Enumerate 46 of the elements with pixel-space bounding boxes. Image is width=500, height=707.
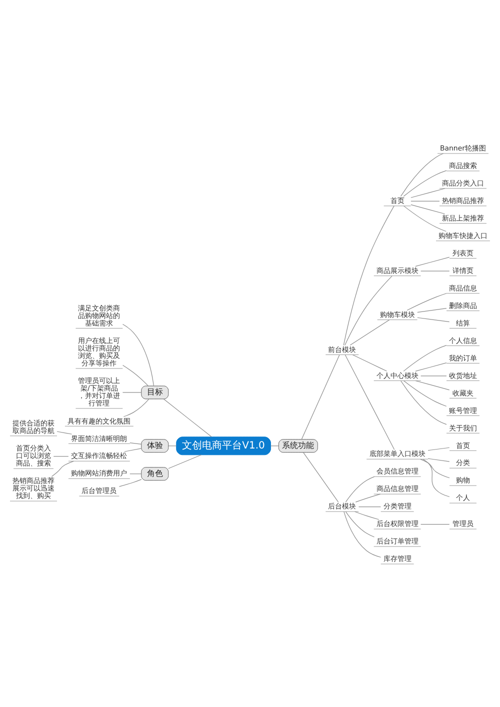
connector (403, 344, 447, 371)
connector (163, 398, 212, 437)
connector (344, 275, 392, 345)
connector (122, 364, 149, 386)
connector (124, 448, 142, 452)
connector (56, 430, 72, 434)
connector (130, 442, 142, 444)
connector (417, 316, 450, 322)
connector (403, 205, 446, 232)
connector (417, 307, 447, 312)
connector (168, 454, 202, 468)
connector (415, 380, 450, 390)
connector (420, 458, 450, 478)
node-box: 文创电商平台V1.0 (176, 436, 271, 455)
connector (123, 398, 150, 416)
connector (403, 380, 447, 406)
connector (358, 506, 381, 507)
connector (352, 354, 388, 371)
connector (355, 493, 381, 502)
connector (415, 362, 447, 371)
connector (420, 375, 447, 376)
connector (410, 188, 446, 198)
connector (344, 510, 382, 558)
connector (400, 152, 444, 196)
connector (345, 510, 375, 537)
connector (420, 270, 450, 271)
connector (345, 476, 375, 502)
connector (422, 458, 450, 497)
connector (51, 460, 74, 476)
connector (400, 380, 447, 424)
connector (410, 200, 440, 201)
connector (406, 292, 447, 310)
connector (428, 458, 450, 462)
connector (410, 204, 446, 214)
connector (301, 354, 340, 440)
connector (354, 510, 380, 520)
connector (122, 324, 154, 386)
connector (302, 452, 339, 502)
connector (130, 473, 142, 474)
connector (344, 354, 395, 450)
connector (118, 478, 142, 486)
connector (415, 256, 450, 266)
connector (403, 170, 447, 196)
connector (428, 446, 450, 450)
connector (343, 205, 394, 345)
connector (350, 319, 390, 345)
